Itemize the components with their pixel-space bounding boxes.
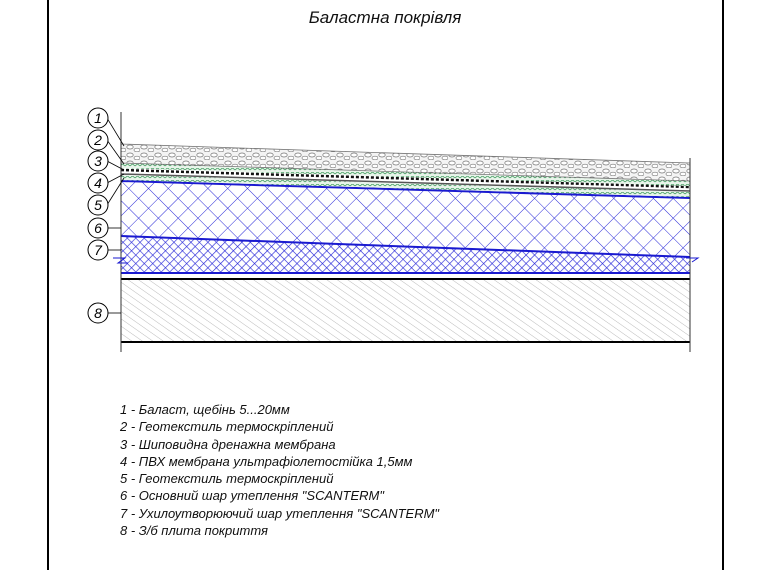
svg-text:1: 1 xyxy=(94,110,102,126)
frame-right-border xyxy=(722,0,724,570)
svg-text:2: 2 xyxy=(93,132,102,148)
callout-leaders xyxy=(106,117,125,314)
svg-text:8: 8 xyxy=(94,305,102,321)
layer-legend: 1 - Баласт, щебінь 5...20мм 2 - Геотекст… xyxy=(120,401,439,539)
callout-5: 5 xyxy=(87,194,109,216)
layer-6-7-boundary xyxy=(120,235,691,258)
break-mark-left xyxy=(113,257,128,264)
break-mark-right xyxy=(686,257,700,263)
legend-item: 1 - Баласт, щебінь 5...20мм xyxy=(120,402,290,417)
legend-item: 6 - Основний шар утеплення "SCANTERM" xyxy=(120,488,384,504)
legend-item: 2 - Геотекстиль термоскріплений xyxy=(120,419,334,435)
callout-7: 7 xyxy=(87,239,109,261)
drawing-title: Баластна покрівля xyxy=(308,8,462,27)
legend-item: 3 - Шиповидна дренажна мембрана xyxy=(120,436,336,452)
legend-item: 4 - ПВХ мембрана ультрафіолетостійка 1,5… xyxy=(120,453,413,469)
svg-text:3: 3 xyxy=(94,153,102,169)
legend-item: 8 - З/б плита покриття xyxy=(120,523,268,539)
svg-text:5: 5 xyxy=(94,197,102,213)
layer-6-main-insulation xyxy=(121,181,690,257)
callout-3: 3 xyxy=(87,150,109,172)
layer-8-concrete-slab xyxy=(121,280,690,342)
callout-8: 8 xyxy=(87,302,109,324)
layer-4-pvc-membrane xyxy=(120,173,691,192)
callout-2: 2 xyxy=(87,129,109,151)
callout-bubbles: 1 2 3 4 5 6 7 8 xyxy=(87,107,109,324)
svg-text:4: 4 xyxy=(94,175,102,191)
frame-left-border xyxy=(47,0,49,570)
layer-5-geotextile xyxy=(121,175,690,197)
callout-6: 6 xyxy=(87,217,109,239)
layer-2-geotextile xyxy=(121,163,690,186)
callout-1: 1 xyxy=(87,107,109,129)
layer-7-slope-insulation xyxy=(121,236,690,273)
callout-4: 4 xyxy=(87,172,109,194)
layer-6-top-line xyxy=(120,180,691,199)
svg-text:6: 6 xyxy=(94,220,102,236)
legend-item: 5 - Геотекстиль термоскріплений xyxy=(120,471,334,487)
legend-item: 7 - Ухилоутворюючий шар утеплення "SCANT… xyxy=(120,505,440,521)
svg-text:7: 7 xyxy=(94,242,103,258)
